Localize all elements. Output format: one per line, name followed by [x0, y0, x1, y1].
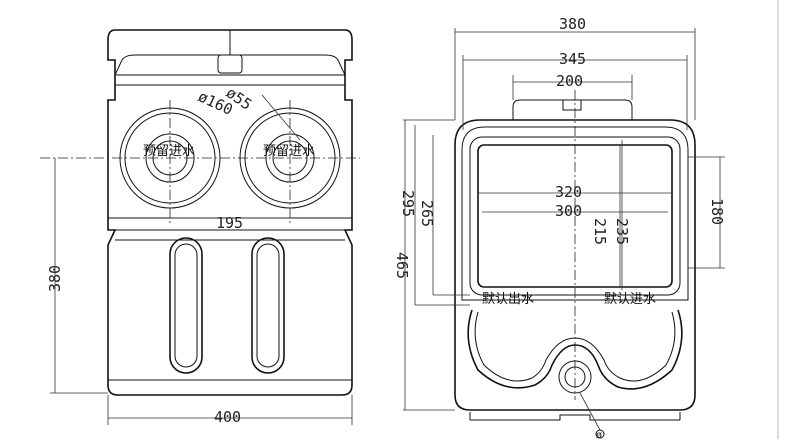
port-left-label: 预留进水: [143, 144, 195, 159]
dim-height-295: 295: [399, 190, 417, 217]
dim-width-345: 345: [559, 50, 586, 68]
port-right-label: 预留进水: [263, 144, 315, 159]
dim-height-465: 465: [393, 252, 411, 279]
dim-inner-235: 235: [613, 218, 631, 245]
inlet-label: 默认进水: [604, 291, 656, 307]
handle-nub: [562, 99, 582, 111]
dim-width-200: 200: [556, 72, 583, 90]
dim-inner-215: 215: [591, 218, 609, 245]
dim-side-180: 180: [708, 198, 726, 225]
dim-width-380: 380: [559, 15, 586, 33]
slot-right: [251, 237, 285, 374]
dim-inner-300: 300: [555, 202, 582, 220]
outlet-label: 默认出水: [482, 291, 534, 307]
front-view: 380 400 195 ø55 ø160 预留进水 预留进水: [40, 29, 360, 426]
tank-outline: [107, 29, 353, 396]
dim-inner-320: 320: [555, 183, 582, 201]
slot-left: [169, 237, 203, 374]
top-view: ø 380 345 200 320 300 465 295 265 215 23…: [393, 15, 726, 439]
dim-spacing-195: 195: [216, 214, 243, 232]
lid-handle: [217, 54, 243, 74]
dim-height-265: 265: [418, 200, 436, 227]
dim-width-400: 400: [214, 408, 241, 426]
tank-outline-top: [454, 119, 696, 411]
dim-height-380: 380: [46, 265, 64, 292]
lid: [114, 54, 346, 76]
dim-bottom-diameter: ø: [596, 430, 602, 439]
